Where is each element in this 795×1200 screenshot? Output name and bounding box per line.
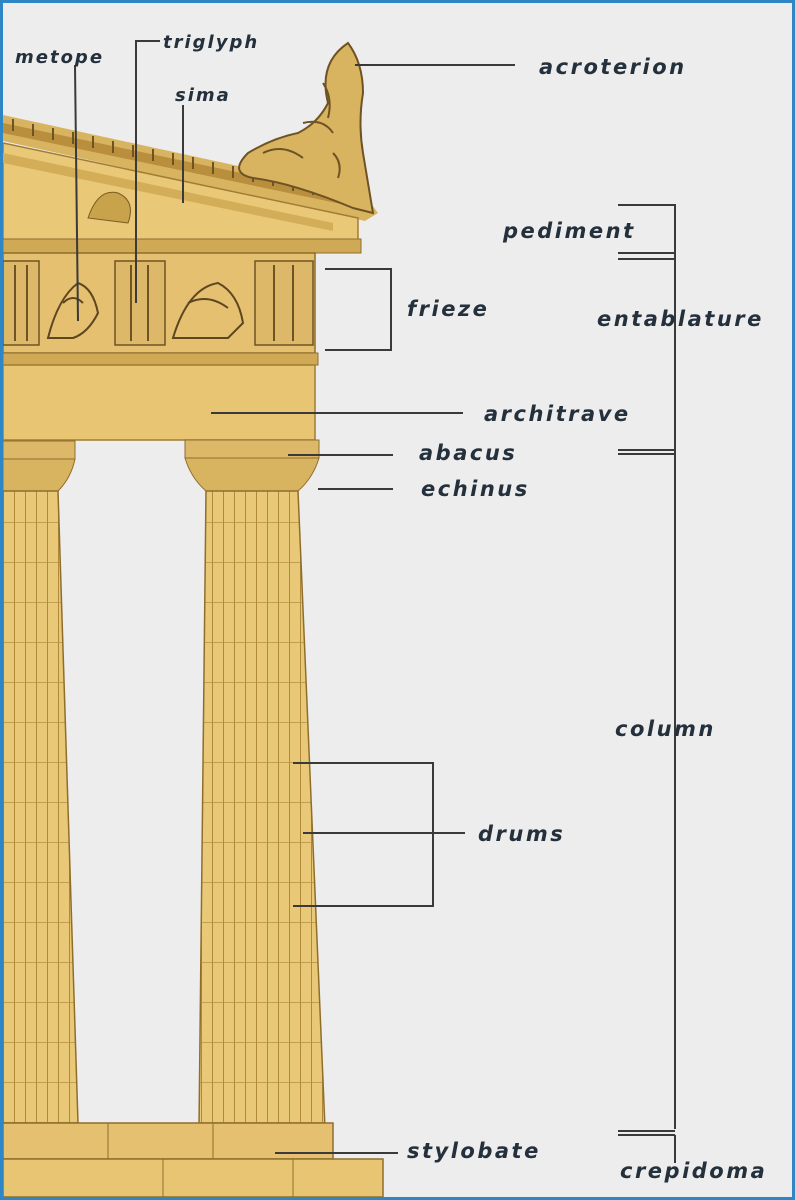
label-metope: metope xyxy=(15,47,105,68)
label-pediment: pediment xyxy=(503,219,636,243)
stylobate-steps xyxy=(3,1122,384,1197)
label-entablature: entablature xyxy=(597,307,764,331)
label-crepidoma: crepidoma xyxy=(620,1159,768,1183)
label-column: column xyxy=(615,717,716,741)
label-stylobate: stylobate xyxy=(407,1139,541,1163)
label-acroterion: acroterion xyxy=(539,55,687,79)
label-abacus: abacus xyxy=(419,441,518,465)
pediment xyxy=(3,142,362,254)
frieze-band xyxy=(3,252,316,354)
label-architrave: architrave xyxy=(484,402,631,426)
left-column xyxy=(3,440,79,1124)
main-column xyxy=(184,439,326,1129)
label-echinus: echinus xyxy=(421,477,530,501)
label-drums: drums xyxy=(478,822,566,846)
label-triglyph: triglyph xyxy=(163,32,260,53)
leader-lines xyxy=(74,40,676,1163)
architrave-band xyxy=(3,352,319,441)
doric-order-illustration xyxy=(3,40,676,1197)
label-sima: sima xyxy=(175,85,231,106)
acroterion-ornament xyxy=(238,41,375,215)
label-frieze: frieze xyxy=(407,297,490,321)
